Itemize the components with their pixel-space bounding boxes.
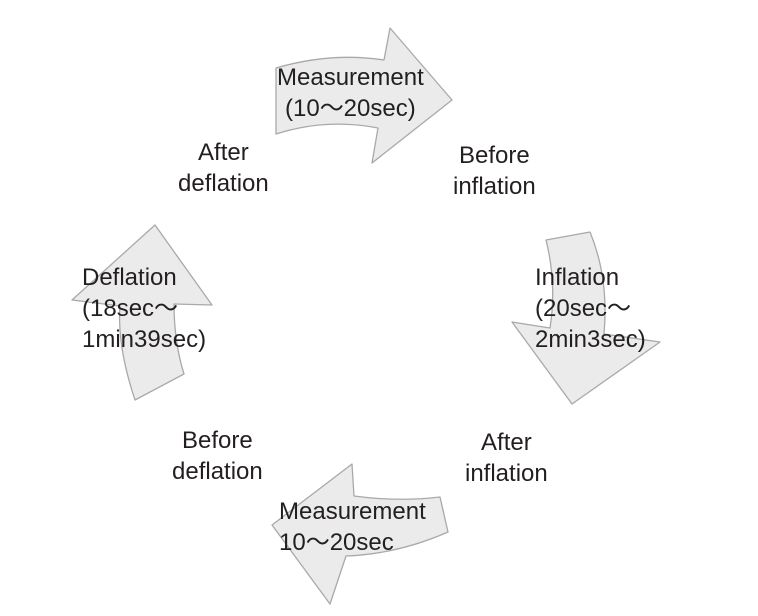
measurement-bottom-label: Measurement 10〜20sec (279, 498, 426, 556)
down-arrow-icon (511, 231, 661, 405)
up-arrow-icon (71, 224, 213, 401)
deflation-label: Deflation (18sec〜 1min39sec) (82, 264, 207, 353)
inflation-label: Inflation (20sec〜 2min3sec) (535, 264, 646, 353)
after-inflation-label: After inflation (465, 429, 548, 487)
after-deflation-label: After deflation (178, 139, 269, 197)
before-inflation-label: Before inflation (453, 142, 536, 200)
measurement-top-label: Measurement (10〜20sec) (277, 64, 424, 122)
right-arrow-icon (275, 27, 453, 164)
before-deflation-label: Before deflation (172, 427, 263, 485)
left-arrow-icon (271, 463, 449, 605)
